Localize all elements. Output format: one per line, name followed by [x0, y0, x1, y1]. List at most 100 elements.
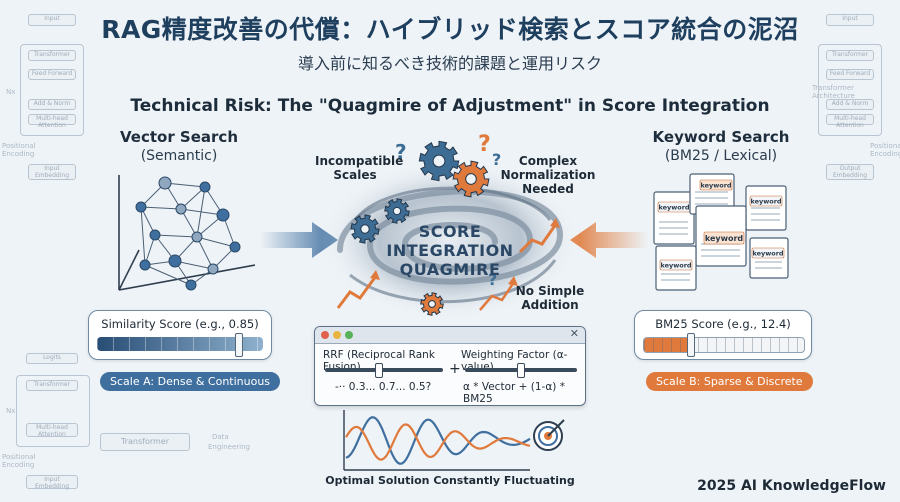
keyword-highlight — [703, 231, 745, 245]
vortex-line-3: QUAGMIRE — [399, 260, 501, 279]
bg-feed-forward-box-right: Feed Forward — [826, 69, 874, 80]
network-node — [149, 229, 161, 241]
gear-icon — [418, 140, 460, 182]
rrf-values: -·· 0.3... 0.7... 0.5? — [335, 381, 432, 393]
weight-slider-handle[interactable] — [517, 363, 525, 378]
bg-input-embedding-box: Input Embedding — [28, 164, 76, 180]
bg-positional-label: Positional Encoding — [2, 142, 36, 158]
bg-nx-label-bl: Nx — [6, 407, 16, 415]
keyword-input-arrow — [570, 222, 648, 258]
network-edge — [180, 208, 224, 216]
bg-stack-frame-bl — [16, 375, 90, 447]
keyword-highlight — [749, 195, 783, 207]
window-minimize-dot[interactable] — [333, 331, 341, 339]
vector-search-title: Vector Search — [119, 128, 238, 146]
similarity-meter-ticks — [97, 337, 263, 351]
keyword-tag-text: keyword — [705, 234, 744, 243]
fluctuation-chart — [343, 410, 565, 471]
subtitle: 導入前に知るべき技術的課題と運用リスク — [297, 54, 602, 73]
network-node — [135, 201, 147, 213]
vortex-line-2: INTEGRATION — [386, 241, 514, 260]
gear-icon — [420, 292, 444, 316]
background-sketch-bottom-left: Logits Transformer Multi-head Attention … — [2, 345, 304, 495]
bm25-meter-fill — [644, 338, 690, 352]
network-node — [175, 203, 187, 215]
rrf-slider-handle[interactable] — [375, 363, 383, 378]
keyword-tag-text: keyword — [658, 204, 689, 212]
question-mark-icon: ? — [488, 270, 498, 289]
network-node — [229, 241, 241, 253]
keyword-documents-illustration: keywordkeywordkeywordkeywordkeywordkeywo… — [653, 173, 789, 291]
bm25-score-label: BM25 Score (e.g., 12.4) — [655, 317, 791, 331]
bg-positional-label-bl: Positional Encoding — [2, 453, 36, 469]
bg-stack-frame — [20, 44, 84, 136]
bg-transformer-arch-label: Transformer Architecture — [812, 84, 855, 100]
bg-transformer-box: Transformer — [28, 50, 76, 61]
bm25-score-card: BM25 Score (e.g., 12.4) — [634, 310, 812, 360]
question-mark-icon: ? — [492, 150, 502, 169]
network-node — [191, 231, 203, 243]
bg-input-box: Input — [28, 14, 76, 26]
bg-input-embedding-box-bl: Input Embedding — [26, 475, 78, 490]
vector-network-graph — [118, 175, 256, 291]
bg-data-label: Data — [212, 433, 229, 441]
bg-output-embedding-box: Output Embedding — [826, 164, 874, 180]
panel-title-bar: ✕ — [315, 327, 585, 344]
gear-hub — [428, 300, 436, 308]
complex-normalization-label: Complex Normalization Needed — [500, 154, 596, 196]
similarity-meter-track — [97, 337, 263, 351]
network-node — [185, 279, 197, 291]
bg-stack-frame-right — [818, 44, 882, 136]
network-edge — [164, 182, 206, 188]
bm25-meter-track — [643, 337, 805, 353]
plus-sign: + — [449, 361, 461, 377]
weight-formula: α * Vector + (1-α) * BM25 — [463, 381, 565, 405]
document-icon — [653, 191, 695, 245]
network-node — [158, 176, 172, 190]
window-close-dot[interactable] — [321, 331, 329, 339]
bg-feed-forward-box: Feed Forward — [28, 69, 76, 80]
bg-attention-box: Multi-head Attention — [28, 114, 76, 129]
background-sketch-left: Input Transformer Feed Forward Add & Nor… — [2, 14, 90, 214]
vortex-center-label: SCORE INTEGRATION QUAGMIRE — [380, 222, 520, 279]
gear-hub — [465, 173, 477, 185]
keyword-search-title: Keyword Search — [652, 128, 790, 146]
gear-icon — [384, 198, 410, 224]
network-edge — [140, 206, 146, 266]
vector-input-arrow — [260, 222, 338, 258]
bg-transformer-box-bl: Transformer — [26, 380, 78, 391]
close-icon[interactable]: ✕ — [569, 327, 579, 340]
gear-hub — [360, 224, 370, 234]
network-node — [199, 181, 211, 193]
gear-hub — [392, 206, 402, 216]
network-node — [216, 208, 230, 222]
score-fusion-panel: ✕ RRF (Reciprocal Rank Fusion) -·· 0.3..… — [314, 326, 586, 406]
similarity-meter-handle[interactable] — [235, 333, 244, 357]
network-node — [207, 263, 219, 275]
optimal-solution-label: Optimal Solution Constantly Fluctuating — [325, 474, 575, 487]
main-title: RAG精度改善の代償：ハイブリッド検索とスコア統合の泥沼 — [101, 15, 799, 44]
bm25-meter-ticks — [644, 338, 804, 352]
bg-transformer-box-mid: Transformer — [100, 433, 190, 451]
bg-nx-label: Nx — [6, 88, 16, 96]
similarity-score-label: Similarity Score (e.g., 0.85) — [101, 317, 259, 331]
gear-icon — [452, 160, 490, 198]
score-integration-vortex — [320, 160, 580, 320]
keyword-search-subtitle: (BM25 / Lexical) — [664, 148, 778, 164]
bg-transformer-box-right: Transformer — [826, 50, 874, 61]
question-mark-icon: ? — [478, 132, 491, 157]
bm25-meter-handle[interactable] — [687, 333, 695, 357]
window-maximize-dot[interactable] — [345, 331, 353, 339]
keyword-tag-text: keyword — [700, 182, 731, 190]
rrf-slider-track[interactable] — [325, 368, 443, 372]
bg-engineering-label: Engineering — [208, 443, 250, 451]
network-edge — [196, 236, 214, 270]
bg-attention-box-right: Multi-head Attention — [826, 114, 874, 129]
keyword-tag-text: keyword — [752, 250, 783, 258]
bg-logits-box: Logits — [26, 353, 78, 364]
section-heading: Technical Risk: The "Quagmire of Adjustm… — [130, 96, 770, 116]
gear-icon — [350, 214, 380, 244]
background-sketch-right: Input Transformer Feed Forward Add & Nor… — [812, 14, 900, 214]
bg-input-box-right: Input — [826, 14, 874, 26]
scale-b-badge: Scale B: Sparse & Discrete — [646, 372, 813, 391]
